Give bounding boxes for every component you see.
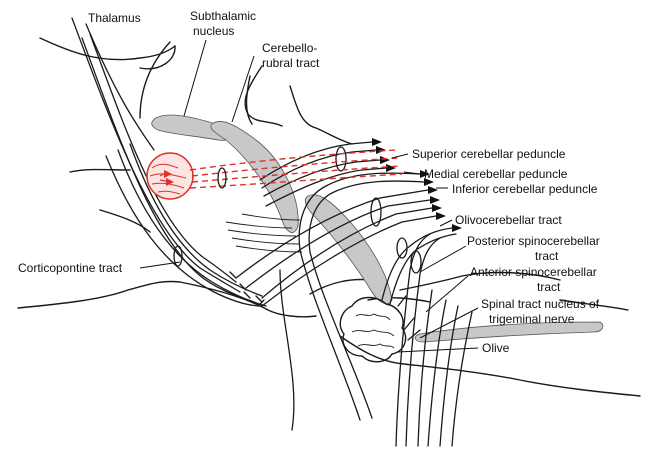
label-subthalamic-line2: nucleus xyxy=(193,24,234,38)
label-anterior-spino-line2: tract xyxy=(537,280,561,294)
olive-shape xyxy=(339,296,407,363)
pontine-grey-band xyxy=(304,194,393,305)
substantia-band xyxy=(210,121,299,233)
superior-peduncle-ring xyxy=(335,146,347,172)
label-inferior-peduncle: Inferior cerebellar peduncle xyxy=(452,182,598,196)
labels: Thalamus Subthalamic nucleus Cerebello- … xyxy=(18,9,600,355)
corticopontine-fibers xyxy=(71,17,267,307)
inferior-peduncle-long-fibers xyxy=(279,170,434,431)
middle-peduncle-ring xyxy=(370,197,382,227)
label-cerebellorubral-line1: Cerebello- xyxy=(262,41,317,55)
trigeminal-tract-band xyxy=(414,321,604,343)
spinocerebellar-fibers xyxy=(395,233,473,447)
superior-peduncle-fibers xyxy=(259,138,396,207)
cerebellorubral-fibers xyxy=(189,149,403,189)
label-posterior-spino-line2: tract xyxy=(535,249,559,263)
label-olivocerebellar: Olivocerebellar tract xyxy=(455,213,562,227)
label-olive: Olive xyxy=(482,341,510,355)
middle-inferior-peduncle-fibers xyxy=(235,186,446,307)
label-posterior-spino-line1: Posterior spinocerebellar xyxy=(467,234,600,248)
subthalamic-nucleus xyxy=(151,114,233,141)
red-nucleus-circle xyxy=(146,152,194,200)
leader-lines xyxy=(139,39,479,353)
thalamus-line xyxy=(85,23,155,151)
cerebellorubral-ring xyxy=(217,167,227,189)
brain-outline xyxy=(17,37,641,397)
label-corticopontine: Corticopontine tract xyxy=(18,261,123,275)
olivocerebellar-ring xyxy=(396,237,408,259)
corticopontine-ring xyxy=(173,245,183,267)
label-medial-peduncle: Medial cerebellar peduncle xyxy=(424,167,568,181)
red-nucleus xyxy=(146,152,194,200)
posterior-spino-ring xyxy=(410,250,422,274)
label-spinal-trig-line2: trigeminal nerve xyxy=(489,312,575,326)
label-subthalamic-line1: Subthalamic xyxy=(190,9,256,23)
label-thalamus: Thalamus xyxy=(88,11,141,25)
label-cerebellorubral-line2: rubral tract xyxy=(262,56,320,70)
label-anterior-spino-line1: Anterior spinocerebellar xyxy=(470,265,597,279)
label-spinal-trig-line1: Spinal tract nucleus of xyxy=(481,297,600,311)
label-superior-peduncle: Superior cerebellar peduncle xyxy=(412,147,566,161)
crus-hatching xyxy=(225,213,303,253)
